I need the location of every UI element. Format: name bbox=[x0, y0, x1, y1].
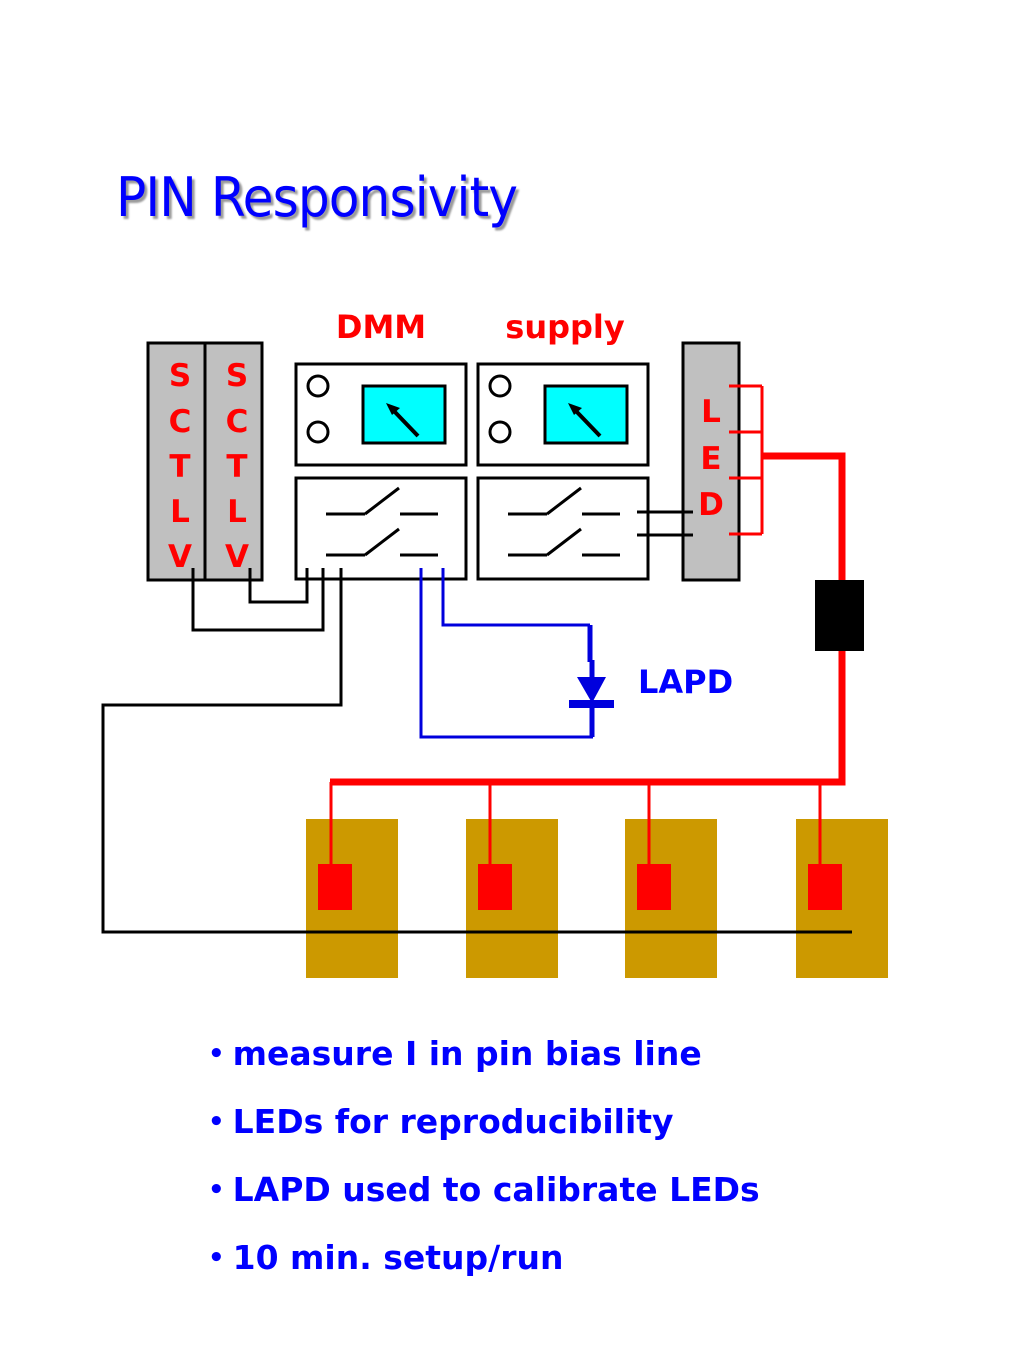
pin-diode-4 bbox=[808, 864, 842, 910]
lapd-diode-icon bbox=[569, 660, 614, 708]
pin-board-2 bbox=[466, 782, 558, 978]
led-unit: L E D bbox=[681, 341, 741, 582]
bullet-item: •measure I in pin bias line bbox=[208, 1032, 760, 1100]
sctlv-unit-2: S C T L V bbox=[203, 341, 264, 582]
pin-diode-1 bbox=[318, 864, 352, 910]
supply-label: supply bbox=[505, 308, 625, 346]
led-letter-e: E bbox=[700, 441, 721, 477]
bullet-text: measure I in pin bias line bbox=[232, 1034, 702, 1073]
sctlv-1-letter-c: C bbox=[169, 404, 192, 440]
bullet-dot-icon: • bbox=[208, 1175, 225, 1205]
sctlv1-to-dmm-wire bbox=[191, 568, 325, 632]
sctlv-1-letter-s: S bbox=[169, 358, 191, 394]
sctlv-2-letter-c: C bbox=[226, 404, 249, 440]
bullet-text: LEDs for reproducibility bbox=[232, 1102, 674, 1141]
led-output-bracket bbox=[729, 384, 764, 536]
bullet-text: LAPD used to calibrate LEDs bbox=[232, 1170, 760, 1209]
supply-knob-bottom bbox=[488, 420, 512, 444]
bullet-item: •10 min. setup/run bbox=[208, 1236, 760, 1304]
supply-switch-box bbox=[476, 476, 650, 581]
bullet-item: •LAPD used to calibrate LEDs bbox=[208, 1168, 760, 1236]
pin-diode-3 bbox=[637, 864, 671, 910]
dmm-switch-box bbox=[294, 476, 468, 581]
sctlv-1-letter-l: L bbox=[170, 494, 190, 530]
dmm-knob-top bbox=[306, 374, 330, 398]
lapd-wiring bbox=[419, 568, 595, 739]
supply-meter bbox=[476, 362, 650, 467]
sctlv-2-letter-v: V bbox=[225, 539, 249, 575]
lapd-label: LAPD bbox=[638, 663, 733, 701]
bullet-dot-icon: • bbox=[208, 1039, 225, 1069]
pin-board-3 bbox=[625, 782, 717, 978]
pin-board-4 bbox=[796, 782, 888, 978]
sctlv-2-letter-s: S bbox=[226, 358, 248, 394]
connector-block bbox=[815, 580, 864, 651]
pin-boards bbox=[306, 782, 888, 978]
led-letter-d: D bbox=[698, 487, 724, 523]
supply-led-wires bbox=[637, 510, 693, 537]
bullet-item: •LEDs for reproducibility bbox=[208, 1100, 760, 1168]
supply-needle-icon bbox=[568, 403, 582, 415]
slide-title: PIN Responsivity bbox=[116, 166, 518, 229]
bullet-list: •measure I in pin bias line •LEDs for re… bbox=[208, 1032, 760, 1304]
led-letter-l: L bbox=[701, 394, 721, 430]
supply-screen bbox=[543, 384, 629, 445]
bullet-dot-icon: • bbox=[208, 1243, 225, 1273]
pin-board-1 bbox=[306, 782, 398, 978]
dmm-label: DMM bbox=[336, 308, 426, 346]
dmm-knob-bottom bbox=[306, 420, 330, 444]
sctlv-2-letter-t: T bbox=[226, 449, 247, 485]
dmm-needle-icon bbox=[386, 403, 400, 415]
supply-knob-top bbox=[488, 374, 512, 398]
sctlv-1-letter-t: T bbox=[169, 449, 190, 485]
sctlv-1-letter-v: V bbox=[168, 539, 192, 575]
dmm-screen bbox=[361, 384, 447, 445]
pin-diode-2 bbox=[478, 864, 512, 910]
black-wiring bbox=[101, 568, 852, 934]
sctlv-unit-1: S C T L V bbox=[146, 341, 207, 582]
dmm-to-pin-bias-wire bbox=[101, 568, 852, 934]
dmm-meter bbox=[294, 362, 468, 467]
sctlv-2-letter-l: L bbox=[227, 494, 247, 530]
bullet-dot-icon: • bbox=[208, 1107, 225, 1137]
sctlv2-to-dmm-wire bbox=[248, 568, 309, 604]
bullet-text: 10 min. setup/run bbox=[232, 1238, 564, 1277]
